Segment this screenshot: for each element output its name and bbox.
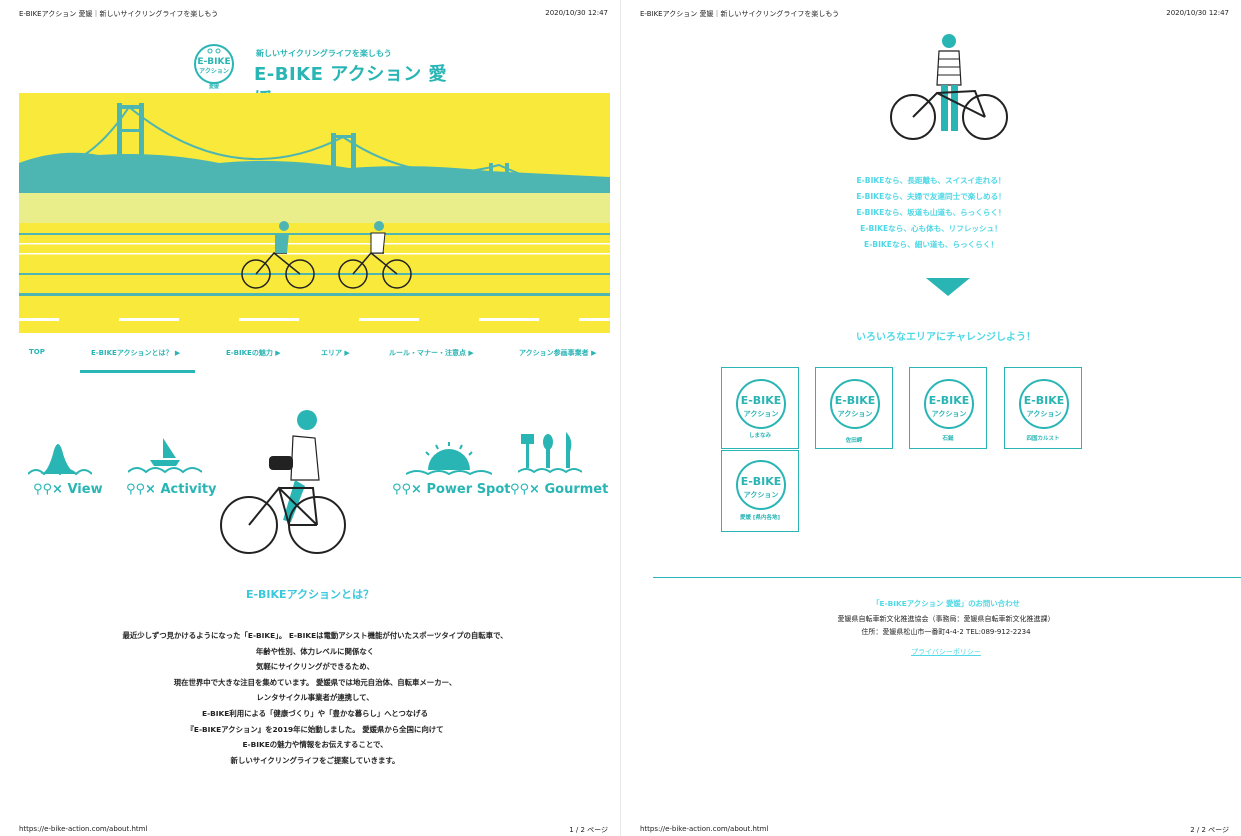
about-line: 年齢や性別、体力レベルに関係なく [255, 646, 375, 656]
standing-rider-illustration [890, 34, 1008, 140]
bridge-scene-illustration [19, 103, 610, 321]
about-line: E-BIKEの魅力や情報をお伝えすることで、 [242, 740, 388, 750]
nav-appeal[interactable]: E-BIKEの魅力 ▶ [226, 349, 281, 357]
area-label: 佐田岬 [845, 438, 863, 444]
area-badge-icon: E-BIKE アクション [736, 379, 786, 429]
svg-text:E-BIKE: E-BIKE [741, 475, 782, 488]
area-badge-icon: E-BIKE アクション [736, 460, 786, 510]
cyclist-illustration [220, 410, 346, 554]
about-line: 現在世界中で大きな注目を集めています。 愛媛県では地元自治体、自転車メーカー、 [173, 677, 457, 687]
area-label: 石鎚 [942, 436, 954, 442]
area-badge-icon: E-BIKE アクション [1019, 379, 1069, 429]
svg-text:アクション: アクション [932, 409, 967, 418]
print-header-datetime: 2020/10/30 12:47 [545, 9, 608, 17]
about-line: 『E-BIKEアクション』を2019年に始動しました。 愛媛県から全国に向けて [186, 724, 444, 734]
print-footer-page: 1 / 2 ページ [569, 826, 608, 834]
footer-divider [653, 577, 1241, 578]
claim-line: E-BIKEなら、坂道も山道も、らっくらく！ [856, 208, 1006, 217]
about-title: E-BIKEアクションとは？ [245, 588, 375, 601]
activity-boat-icon [128, 438, 202, 474]
area-card-ishizuchi[interactable]: E-BIKE アクション 石鎚 [909, 367, 987, 449]
feature-activity-label: ⚲⚲× Activity [126, 482, 217, 497]
area-badge-icon: E-BIKE アクション [830, 379, 880, 429]
badge-mid-text: アクション [199, 67, 229, 75]
print-header-datetime: 2020/10/30 12:47 [1166, 9, 1229, 17]
svg-text:アクション: アクション [838, 409, 873, 418]
claim-line: E-BIKEなら、夫婦で友達同士で楽しめる！ [856, 192, 1006, 201]
svg-text:アクション: アクション [744, 409, 779, 418]
print-page-2: E-BIKEアクション 愛媛｜新しいサイクリングライフを楽しもう 2020/10… [621, 0, 1241, 836]
feature-power-spot-label: ⚲⚲× Power Spot [392, 482, 511, 497]
claim-line: E-BIKEなら、細い道も、らっくらく！ [863, 240, 999, 249]
nav-top[interactable]: TOP [29, 348, 45, 356]
about-line: 気軽にサイクリングができるため、 [256, 662, 374, 672]
nav-about[interactable]: E-BIKEアクションとは？ ▶ [91, 349, 181, 357]
about-line: 最近少しずつ見かけるようになった「E-BIKE」。 E-BIKEは電動アシスト機… [122, 631, 508, 640]
contact-title: 「E-BIKEアクション 愛媛」のお問い合わせ [872, 599, 1020, 608]
area-card-ehime[interactable]: E-BIKE アクション 愛媛 [県内各地] [721, 450, 799, 532]
e-bike-badge-icon: E-BIKE アクション 愛媛 [194, 44, 234, 90]
about-line: E-BIKE利用による「健康づくり」や「豊かな暮らし」へとつなげる [202, 708, 428, 718]
svg-text:E-BIKE: E-BIKE [835, 394, 876, 407]
logo-tagline: 新しいサイクリングライフを楽しもう [256, 49, 392, 58]
contact-org: 愛媛県自転車新文化推進協会（事務局：愛媛県自転車新文化推進課） [837, 615, 1055, 623]
svg-text:アクション: アクション [1027, 409, 1062, 418]
area-badge-icon: E-BIKE アクション [924, 379, 974, 429]
area-label: 四国カルスト [1026, 436, 1060, 442]
e-bike-claims: E-BIKEなら、長距離も、スイスイ走れる！ E-BIKEなら、夫婦で友達同士で… [621, 173, 1241, 253]
privacy-policy-link[interactable]: プライバシーポリシー [911, 648, 981, 656]
about-line: レンタサイクル事業者が連携して、 [256, 693, 374, 703]
area-label: 愛媛 [県内各地] [740, 515, 780, 521]
bike-icon: ⚲⚲ [392, 482, 412, 497]
view-mountain-icon [28, 444, 92, 476]
claim-line: E-BIKEなら、長距離も、スイスイ走れる！ [856, 176, 1006, 185]
nav-active-indicator [80, 370, 195, 373]
about-text: 最近少しずつ見かけるようになった「E-BIKE」。 E-BIKEは電動アシスト機… [30, 628, 600, 768]
global-nav: TOP E-BIKEアクションとは？ ▶ E-BIKEの魅力 ▶ エリア ▶ ル… [19, 342, 610, 374]
badge-top-text: E-BIKE [197, 57, 230, 67]
areas-title: いろいろなエリアにチャレンジしよう！ [856, 332, 1036, 343]
print-page-1: E-BIKEアクション 愛媛｜新しいサイクリングライフを楽しもう 2020/10… [0, 0, 620, 836]
bike-icon: ⚲⚲ [510, 482, 530, 497]
nav-area[interactable]: エリア ▶ [321, 349, 350, 357]
area-card-sadamisaki[interactable]: E-BIKE アクション 佐田岬 [815, 367, 893, 449]
feature-gourmet-label: ⚲⚲× Gourmet [510, 482, 609, 497]
about-line: 新しいサイクリングライフをご提案していきます。 [230, 755, 400, 765]
print-footer-url: https://e-bike-action.com/about.html [19, 825, 148, 833]
svg-text:E-BIKE: E-BIKE [929, 394, 970, 407]
area-card-shikoku-karst[interactable]: E-BIKE アクション 四国カルスト [1004, 367, 1082, 449]
gourmet-cutlery-icon [518, 432, 582, 474]
svg-text:アクション: アクション [744, 490, 779, 499]
bike-icon: ⚲⚲ [33, 482, 53, 497]
badge-bottom-text: 愛媛 [209, 83, 220, 90]
feature-view-label: ⚲⚲× View [33, 482, 103, 497]
nav-partners[interactable]: アクション参画事業者 ▶ [519, 349, 597, 357]
print-footer-page: 2 / 2 ページ [1190, 826, 1229, 834]
site-logo[interactable]: E-BIKE アクション 愛媛 新しいサイクリングライフを楽しもう E-BIKE… [190, 40, 450, 111]
nav-rules[interactable]: ルール・マナー・注意点 ▶ [389, 349, 474, 357]
area-card-shimanami[interactable]: E-BIKE アクション しまなみ [721, 367, 799, 449]
area-label: しまなみ [748, 433, 771, 439]
svg-text:E-BIKE: E-BIKE [741, 394, 782, 407]
print-header-title: E-BIKEアクション 愛媛｜新しいサイクリングライフを楽しもう [640, 10, 840, 18]
contact-address: 住所：愛媛県松山市一番町4-4-2 TEL:089-912-2234 [861, 628, 1031, 636]
down-arrow-icon [926, 278, 970, 296]
svg-text:E-BIKE: E-BIKE [1024, 394, 1065, 407]
bike-icon: ⚲⚲ [126, 482, 146, 497]
hero-illustration [19, 93, 610, 333]
print-footer-url: https://e-bike-action.com/about.html [640, 825, 769, 833]
print-header-title: E-BIKEアクション 愛媛｜新しいサイクリングライフを楽しもう [19, 10, 219, 18]
claim-line: E-BIKEなら、心も体も、リフレッシュ！ [860, 224, 1002, 233]
power-spot-sun-icon [406, 442, 492, 476]
